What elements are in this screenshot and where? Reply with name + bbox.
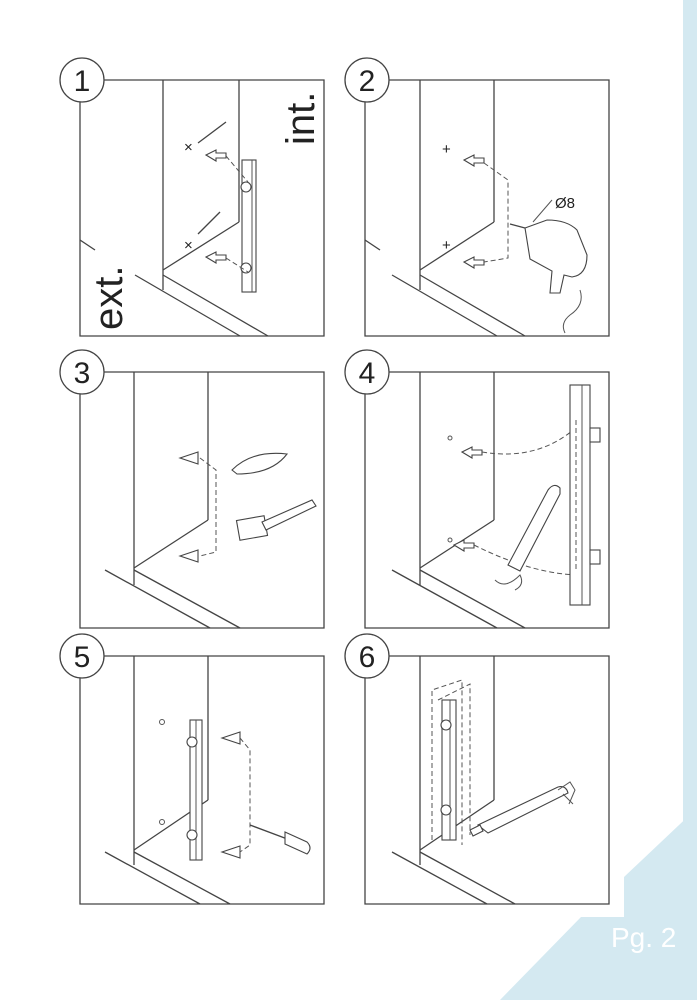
svg-text:+: + <box>442 237 451 254</box>
step-5-panel: 5 <box>59 633 325 905</box>
step-3-number: 3 <box>74 357 91 390</box>
svg-text:×: × <box>184 139 193 156</box>
page-number: Pg. 2 <box>611 922 677 953</box>
step-2-number: 2 <box>359 65 376 98</box>
step-6-badge <box>344 633 390 679</box>
svg-text:×: × <box>184 237 193 254</box>
step-2-badge <box>344 57 390 103</box>
step-4-panel: 4 <box>344 349 610 629</box>
drill-size-label: Ø8 <box>555 195 575 212</box>
step-4-number: 4 <box>359 357 376 390</box>
step-6-panel: 6 <box>344 633 610 905</box>
step-3-panel: 3 <box>59 349 325 629</box>
step-6-number: 6 <box>359 641 376 674</box>
step-3-badge <box>59 349 105 395</box>
step-1-panel: × × 1 int. ext. <box>59 57 325 337</box>
step-5-number: 5 <box>74 641 91 674</box>
interior-label: int. <box>279 92 323 145</box>
exterior-label: ext. <box>87 266 131 330</box>
step-1-number: 1 <box>74 65 91 98</box>
corner-decoration <box>500 808 697 1000</box>
step-4-badge <box>344 349 390 395</box>
step-1-badge <box>59 57 105 103</box>
svg-text:+: + <box>442 141 451 158</box>
step-5-badge <box>59 633 105 679</box>
accent-strip <box>683 0 697 1000</box>
step-2-panel: + + Ø8 2 <box>344 57 610 337</box>
